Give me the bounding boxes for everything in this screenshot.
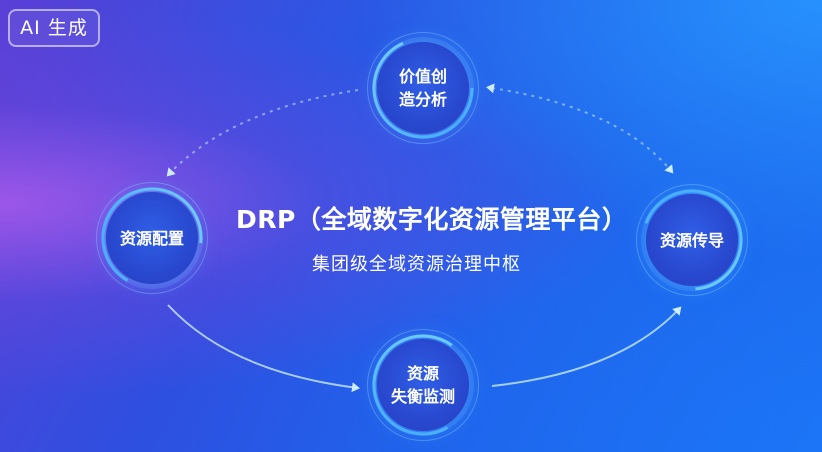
node-ring-top [367,32,479,144]
node-ring-left [96,182,208,294]
arrow-left-to-bottom [167,304,360,393]
node-resource-allocation: 资源配置 [106,192,198,284]
node-top-line1: 价值创 [398,67,447,86]
node-bottom-line1: 资源 [406,364,439,383]
node-bottom-line2: 失衡监测 [390,387,455,406]
node-ring-right [636,184,748,296]
diagram-subtitle: 集团级全域资源治理中枢 [312,254,521,275]
arrow-top-right [486,83,674,174]
node-top-line2: 造分析 [398,90,447,109]
node-value-creation-analysis: 价值创 造分析 [377,42,469,134]
node-left-label: 资源配置 [119,228,184,248]
node-resource-imbalance-monitoring: 资源 失衡监测 [377,339,469,431]
node-resource-transmission: 资源传导 [646,194,738,286]
arrow-bottom-to-right [491,306,682,387]
diagram-title: DRP（全域数字化资源管理平台） [236,205,628,234]
node-right-label: 资源传导 [659,230,724,250]
ai-generated-badge: AI 生成 [8,9,100,47]
arrow-top-to-left [166,89,359,177]
node-ring-bottom [367,329,479,441]
